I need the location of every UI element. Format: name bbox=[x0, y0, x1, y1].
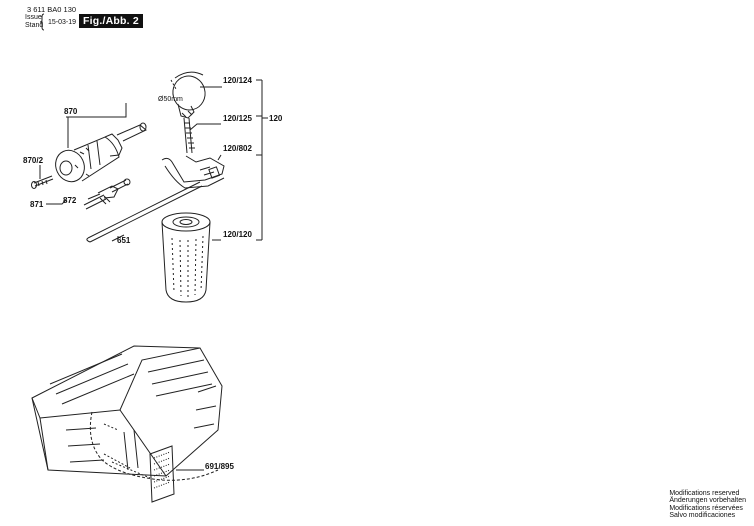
part-label-120-802: 120/802 bbox=[223, 144, 252, 153]
part-label-872: 872 bbox=[63, 196, 77, 205]
part-label-120-124: 120/124 bbox=[223, 76, 252, 85]
chuck-key bbox=[83, 178, 131, 210]
leader-120-802 bbox=[217, 154, 222, 161]
depth-rod bbox=[86, 181, 203, 243]
part-label-870: 870 bbox=[64, 107, 78, 116]
clamp-bolt bbox=[183, 117, 195, 154]
document-number: 3 611 BA0 130 bbox=[27, 5, 77, 14]
chuck-screw bbox=[31, 175, 54, 189]
part-label-691-895: 691/895 bbox=[205, 462, 234, 471]
leader-872 bbox=[87, 193, 101, 200]
modification-notes: Modifications reserved Änderungen vorbeh… bbox=[669, 490, 746, 520]
note-fr: Modifications réservées bbox=[669, 504, 743, 512]
part-label-120: 120 bbox=[269, 114, 283, 123]
issue-date: 15-03-19 bbox=[48, 19, 77, 26]
part-label-870-2: 870/2 bbox=[23, 156, 44, 165]
part-label-651: 651 bbox=[117, 236, 131, 245]
note-de: Änderungen vorbehalten bbox=[669, 497, 746, 505]
handle-grip bbox=[161, 212, 211, 303]
issue-label: Issue bbox=[25, 14, 42, 21]
part-label-871: 871 bbox=[30, 200, 44, 209]
part-label-120-120: 120/120 bbox=[223, 230, 252, 239]
leader-871 bbox=[46, 199, 67, 205]
handle-clamp-ring bbox=[170, 71, 206, 119]
depth-stop-holder bbox=[161, 155, 225, 189]
bracket-120-ticks bbox=[256, 79, 268, 241]
part-label-120-125: 120/125 bbox=[223, 114, 252, 123]
figure-title: Fig./Abb. 2 bbox=[79, 14, 143, 28]
diameter-label: Ø50mm bbox=[158, 96, 183, 103]
stand-label: Stand bbox=[25, 22, 44, 29]
header-brace bbox=[39, 13, 45, 31]
drill-chuck bbox=[55, 122, 147, 183]
note-es: Salvo modificaciones bbox=[669, 512, 736, 520]
note-en: Modifications reserved bbox=[669, 489, 740, 497]
carrying-case bbox=[31, 345, 223, 503]
leader-120-125 bbox=[189, 123, 221, 131]
leader-870 bbox=[66, 103, 127, 118]
